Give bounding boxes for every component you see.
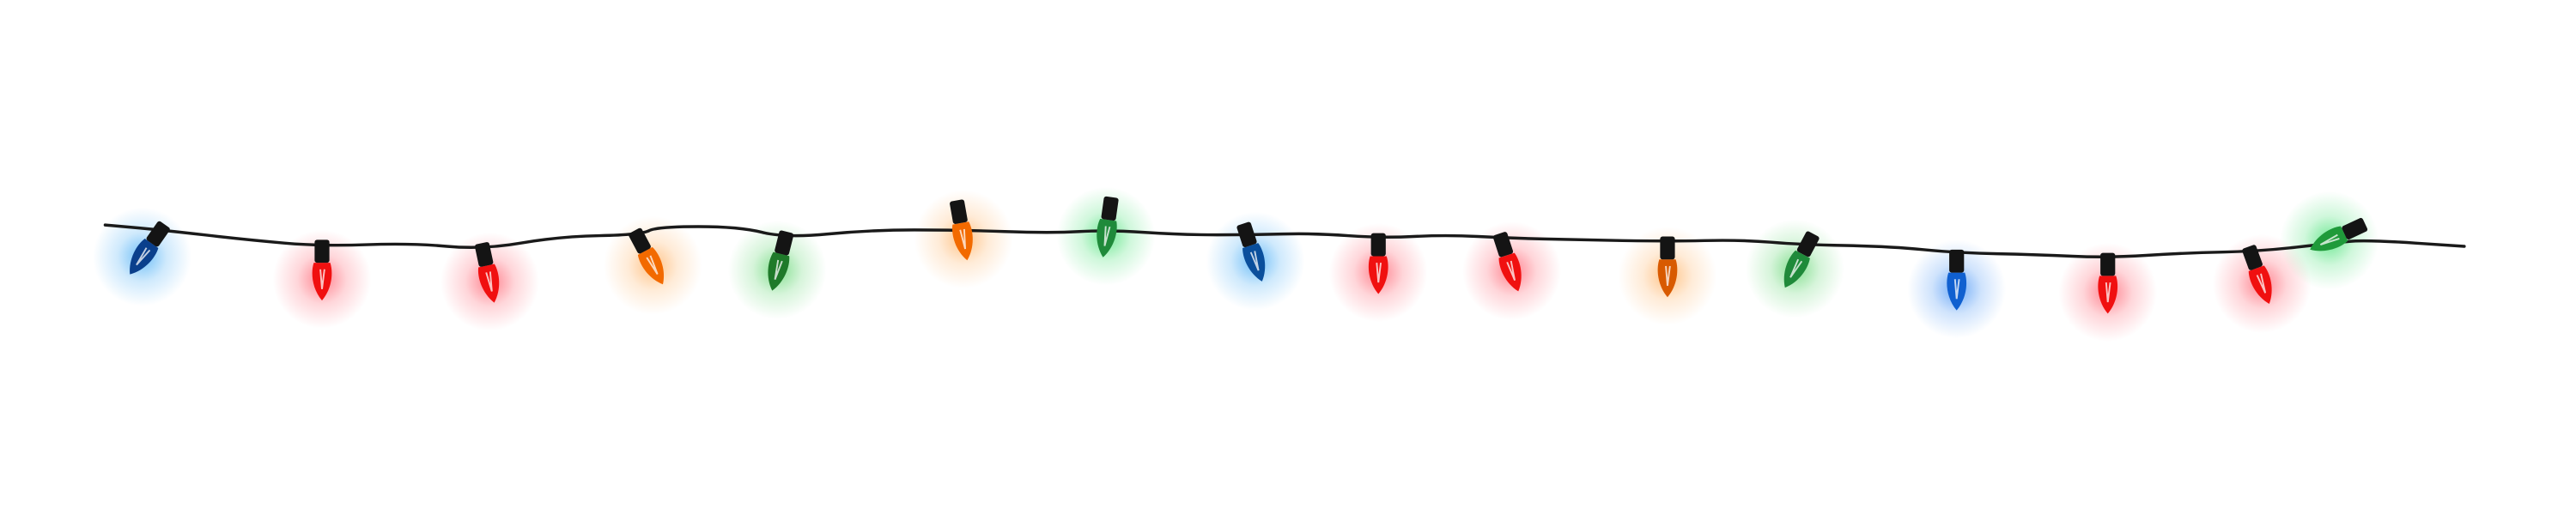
bulb-glass (2310, 226, 2348, 251)
bulb-blue (1236, 221, 1266, 282)
bulb-red (2242, 245, 2272, 304)
bulb-glass (1498, 252, 1522, 292)
bulb-green (1783, 231, 1820, 288)
bulb-socket (1101, 196, 1119, 221)
bulb-socket (1236, 221, 1257, 247)
bulb-blue (130, 221, 170, 275)
bulb-green (2310, 217, 2368, 251)
bulb-socket (629, 227, 651, 254)
bulb-socket (1492, 232, 1514, 258)
bulb-socket (1370, 233, 1386, 257)
bulb-filament (136, 247, 151, 266)
bulb-socket (2342, 217, 2368, 239)
bulb-red (1368, 233, 1388, 294)
bulb-filament (1249, 251, 1260, 271)
bulb-filament (646, 255, 659, 275)
bulb-socket (950, 199, 968, 224)
bulb-socket (475, 242, 494, 267)
bulb-blue (1947, 249, 1967, 311)
bulb-red (2098, 252, 2118, 314)
bulb-socket (314, 239, 330, 264)
bulb-socket (1949, 249, 1965, 273)
bulb-filament (1953, 279, 1960, 300)
bulb-socket (1660, 236, 1675, 260)
bulb-socket (1796, 231, 1820, 258)
glow-layer (93, 186, 2379, 342)
bulb-filament (2105, 282, 2111, 303)
bulb-filament (1376, 263, 1382, 283)
bulb-filament (1789, 258, 1803, 278)
bulb-socket (775, 230, 794, 256)
bulb-filament (959, 228, 967, 250)
bulb-red (1492, 232, 1522, 292)
bulb-filament (1665, 265, 1671, 287)
bulb-orange (950, 199, 973, 261)
bulb-glass (637, 246, 664, 285)
bulb-glass (2248, 265, 2272, 304)
bulb-layer (130, 196, 2368, 314)
bulb-socket (2100, 252, 2116, 276)
bulb-glass (1242, 243, 1266, 282)
bulb-filament (774, 259, 783, 281)
bulb-socket (2242, 245, 2263, 270)
bulb-filament (485, 271, 493, 292)
bulb-red (312, 239, 332, 301)
bulb-orange (1657, 236, 1678, 298)
bulb-socket (146, 221, 170, 247)
bulb-green (768, 230, 794, 291)
bulb-filament (2256, 273, 2267, 294)
bulb-green (1097, 196, 1119, 258)
bulb-filament (2319, 233, 2340, 245)
bulb-filament (1506, 260, 1516, 282)
bulb-red (475, 242, 500, 303)
bulb-filament (319, 269, 325, 289)
bulb-filament (1103, 226, 1111, 246)
bulb-orange (629, 227, 664, 285)
